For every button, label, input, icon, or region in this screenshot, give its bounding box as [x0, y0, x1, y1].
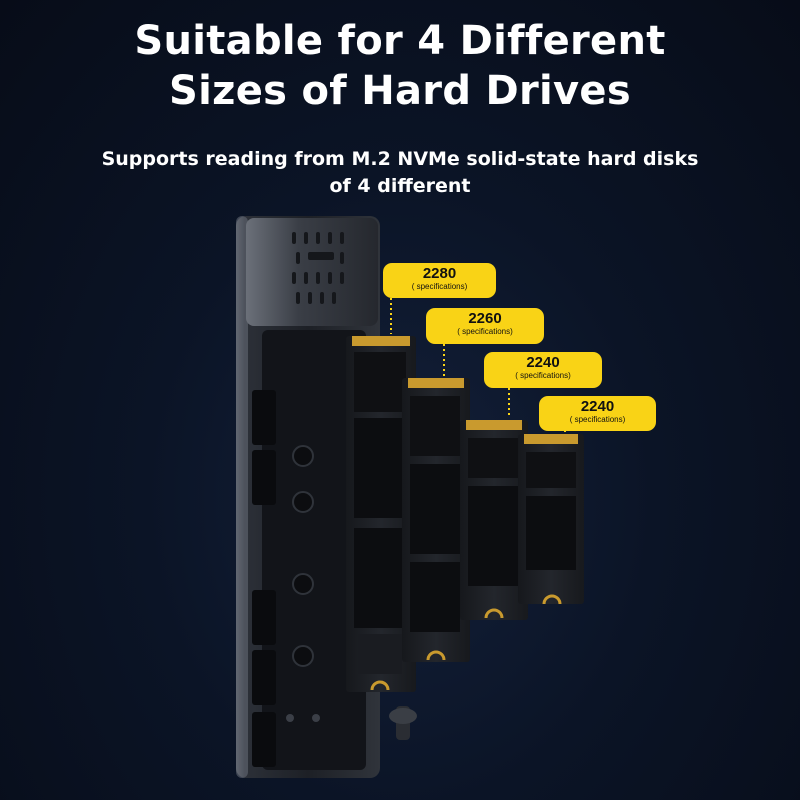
ssd-2240-b	[518, 434, 584, 605]
page-title-line-2: Sizes of Hard Drives	[169, 68, 631, 114]
ssd-2260	[402, 378, 470, 662]
badge-size: 2260	[468, 310, 502, 327]
ssd-2280	[346, 336, 416, 692]
size-badge-2240-a: 2240 ( specifications)	[484, 352, 602, 388]
badge-spec: ( specifications)	[411, 282, 468, 291]
loose-screw	[389, 706, 417, 740]
page-subtitle-line-2: of 4 different	[329, 175, 471, 197]
size-badge-2260: 2260 ( specifications)	[426, 308, 544, 344]
leader-lines	[390, 298, 566, 434]
enclosure-body	[236, 216, 380, 778]
size-badge-2240-b: 2240 ( specifications)	[539, 396, 656, 431]
page-subtitle: Supports reading from M.2 NVMe solid-sta…	[0, 146, 800, 200]
size-badge-2280: 2280 ( specifications)	[383, 263, 496, 298]
badge-size: 2240	[580, 398, 615, 415]
badge-size: 2280	[422, 265, 457, 282]
page-title-line-1: Suitable for 4 Different	[134, 18, 666, 64]
badge-spec: ( specifications)	[515, 371, 571, 380]
badge-spec: ( specifications)	[569, 415, 626, 424]
ssd-2240-a	[460, 420, 528, 620]
badge-spec: ( specifications)	[457, 327, 513, 336]
side-slots	[252, 390, 276, 767]
page-title: Suitable for 4 Different Sizes of Hard D…	[0, 16, 800, 116]
page-subtitle-line-1: Supports reading from M.2 NVMe solid-sta…	[101, 148, 699, 170]
screw-posts	[286, 445, 320, 722]
badge-size: 2240	[526, 354, 560, 371]
vent-grille	[292, 232, 344, 304]
